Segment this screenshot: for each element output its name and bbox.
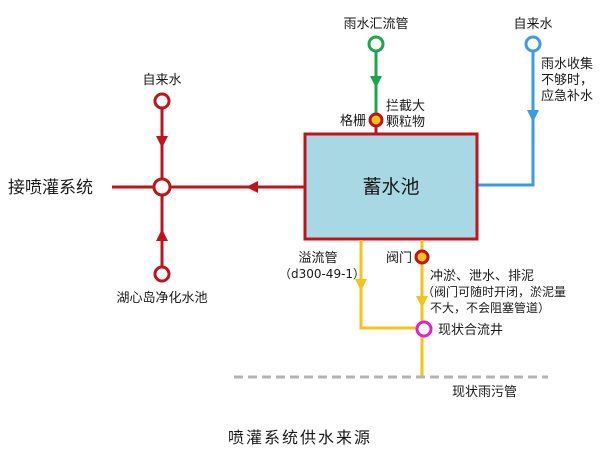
tank-label: 蓄水池: [362, 176, 419, 198]
tap-right-note-line-1: 雨水收集: [541, 56, 593, 72]
grate-note-line-2: 颗粒物: [386, 115, 425, 130]
island-pool-arrow: [156, 229, 168, 241]
overflow-pipe-label: 溢流管: [298, 251, 337, 266]
emergency-tap-line: [478, 52, 535, 187]
junction-node: [152, 177, 172, 197]
left-tap-arrow: [156, 136, 168, 148]
grate-node: [368, 112, 384, 128]
emergency-tap-node: [524, 35, 542, 53]
valve-label: 阀门: [386, 251, 412, 266]
storage-tank: [303, 132, 479, 241]
island-pool-node: [153, 265, 171, 283]
tap-right-note-line-2: 不够时，: [541, 73, 593, 88]
diagram-title: 喷灌系统供水来源: [228, 428, 372, 447]
rain-pipe-label: 雨水汇流管: [343, 17, 408, 32]
valve-arrow: [416, 296, 428, 308]
tap-left-label: 自来水: [142, 73, 181, 88]
tap-right-note-line-3: 应急补水: [541, 88, 593, 104]
valve-node: [414, 249, 430, 265]
left-tap-node: [153, 92, 171, 110]
confluence-well-label: 现状合流井: [438, 323, 503, 338]
emergency-tap-arrow: [527, 110, 539, 122]
tap-top-right-label: 自来水: [513, 17, 552, 32]
valve-note-line-1: 冲淤、泄水、排泥: [430, 269, 534, 284]
sprinkler-label: 接喷灌系统: [8, 178, 93, 198]
overflow-pipe-arrow: [355, 279, 367, 291]
grate-label: 格栅: [340, 113, 366, 129]
overflow-pipe-line: [359, 240, 418, 330]
confluence-well-node: [415, 320, 433, 338]
sewer-label: 现状雨污管: [452, 385, 517, 400]
tank-outflow-arrow: [246, 181, 258, 193]
rain-pipe-source-node: [367, 35, 385, 53]
valve-note-line-3: 不大，不会阻塞管道）: [430, 300, 550, 315]
island-pool-label: 湖心岛净化水池: [116, 290, 207, 306]
valve-note-line-2: （阀门可随时开闭，淤泥量: [422, 284, 566, 299]
overflow-spec-label: （d300-49-1）: [279, 267, 365, 281]
rain-pipe-arrow: [370, 76, 382, 88]
grate-note-line-1: 拦截大: [386, 99, 425, 114]
